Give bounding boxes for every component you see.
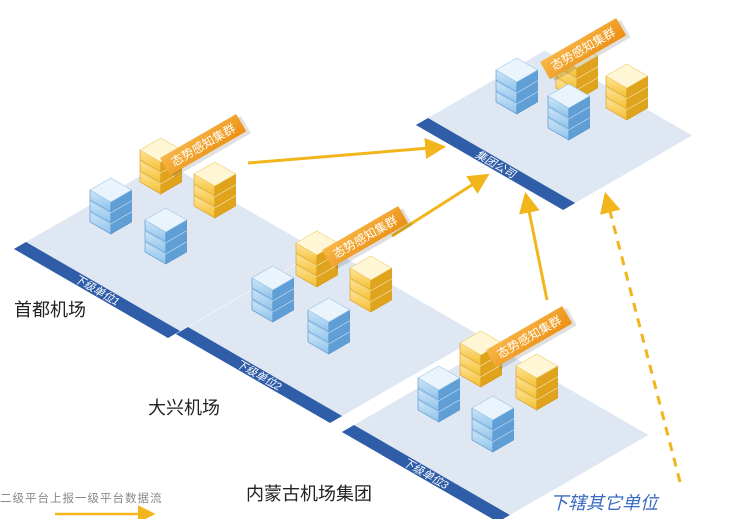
blue-server-stack — [417, 365, 461, 423]
yellow-server-unit — [349, 255, 393, 291]
blue-server-unit — [471, 395, 515, 431]
unit3-name: 内蒙古机场集团 — [246, 484, 372, 504]
arrow-unit1-to-group — [247, 137, 447, 165]
server-top-face — [605, 63, 649, 89]
server-top-face — [251, 265, 295, 291]
unit2-name: 大兴机场 — [148, 398, 220, 418]
server-top-face — [515, 353, 559, 379]
blue-server-unit — [89, 177, 133, 213]
blue-server-stack — [471, 395, 515, 453]
yellow-server-unit — [193, 161, 237, 197]
yellow-server-stack — [193, 161, 237, 219]
blue-server-unit — [495, 57, 539, 93]
server-top-face — [547, 83, 591, 109]
arrow-unit2-to-group — [391, 173, 490, 238]
server-top-face — [144, 207, 188, 233]
yellow-server-unit — [605, 63, 649, 99]
arrow-other-units-to-group — [600, 191, 682, 483]
blue-server-stack — [307, 297, 351, 355]
platform-label-strip — [415, 118, 576, 210]
blue-server-stack — [547, 83, 591, 141]
yellow-server-unit — [515, 353, 559, 389]
blue-server-unit — [307, 297, 351, 333]
server-top-face — [495, 57, 539, 83]
banner-body — [540, 18, 626, 79]
server-top-face — [307, 297, 351, 323]
blue-server-stack — [89, 177, 133, 235]
blue-server-stack — [495, 57, 539, 115]
blue-server-unit — [417, 365, 461, 401]
blue-server-unit — [547, 83, 591, 119]
blue-server-stack — [144, 207, 188, 265]
yellow-server-stack — [515, 353, 559, 411]
banner-body — [486, 306, 572, 367]
platform-label-strip — [13, 242, 181, 338]
blue-server-unit — [251, 265, 295, 301]
server-top-face — [471, 395, 515, 421]
server-top-face — [193, 161, 237, 187]
unit1-name: 首都机场 — [14, 300, 86, 320]
platform-label-strip — [341, 425, 510, 519]
other-units-label: 下辖其它单位 — [550, 493, 658, 513]
data-flow-arrows — [247, 137, 682, 483]
server-top-face — [417, 365, 461, 391]
banner-body — [322, 206, 408, 267]
server-top-face — [349, 255, 393, 281]
server-top-face — [89, 177, 133, 203]
yellow-server-stack — [349, 255, 393, 313]
legend-text: 二级平台上报一级平台数据流 — [0, 493, 163, 505]
yellow-server-stack — [605, 63, 649, 121]
arrow-unit3-to-group — [519, 191, 549, 301]
blue-server-stack — [251, 265, 295, 323]
banner-body — [160, 114, 246, 175]
blue-server-unit — [144, 207, 188, 243]
platform-label-strip — [175, 327, 343, 423]
